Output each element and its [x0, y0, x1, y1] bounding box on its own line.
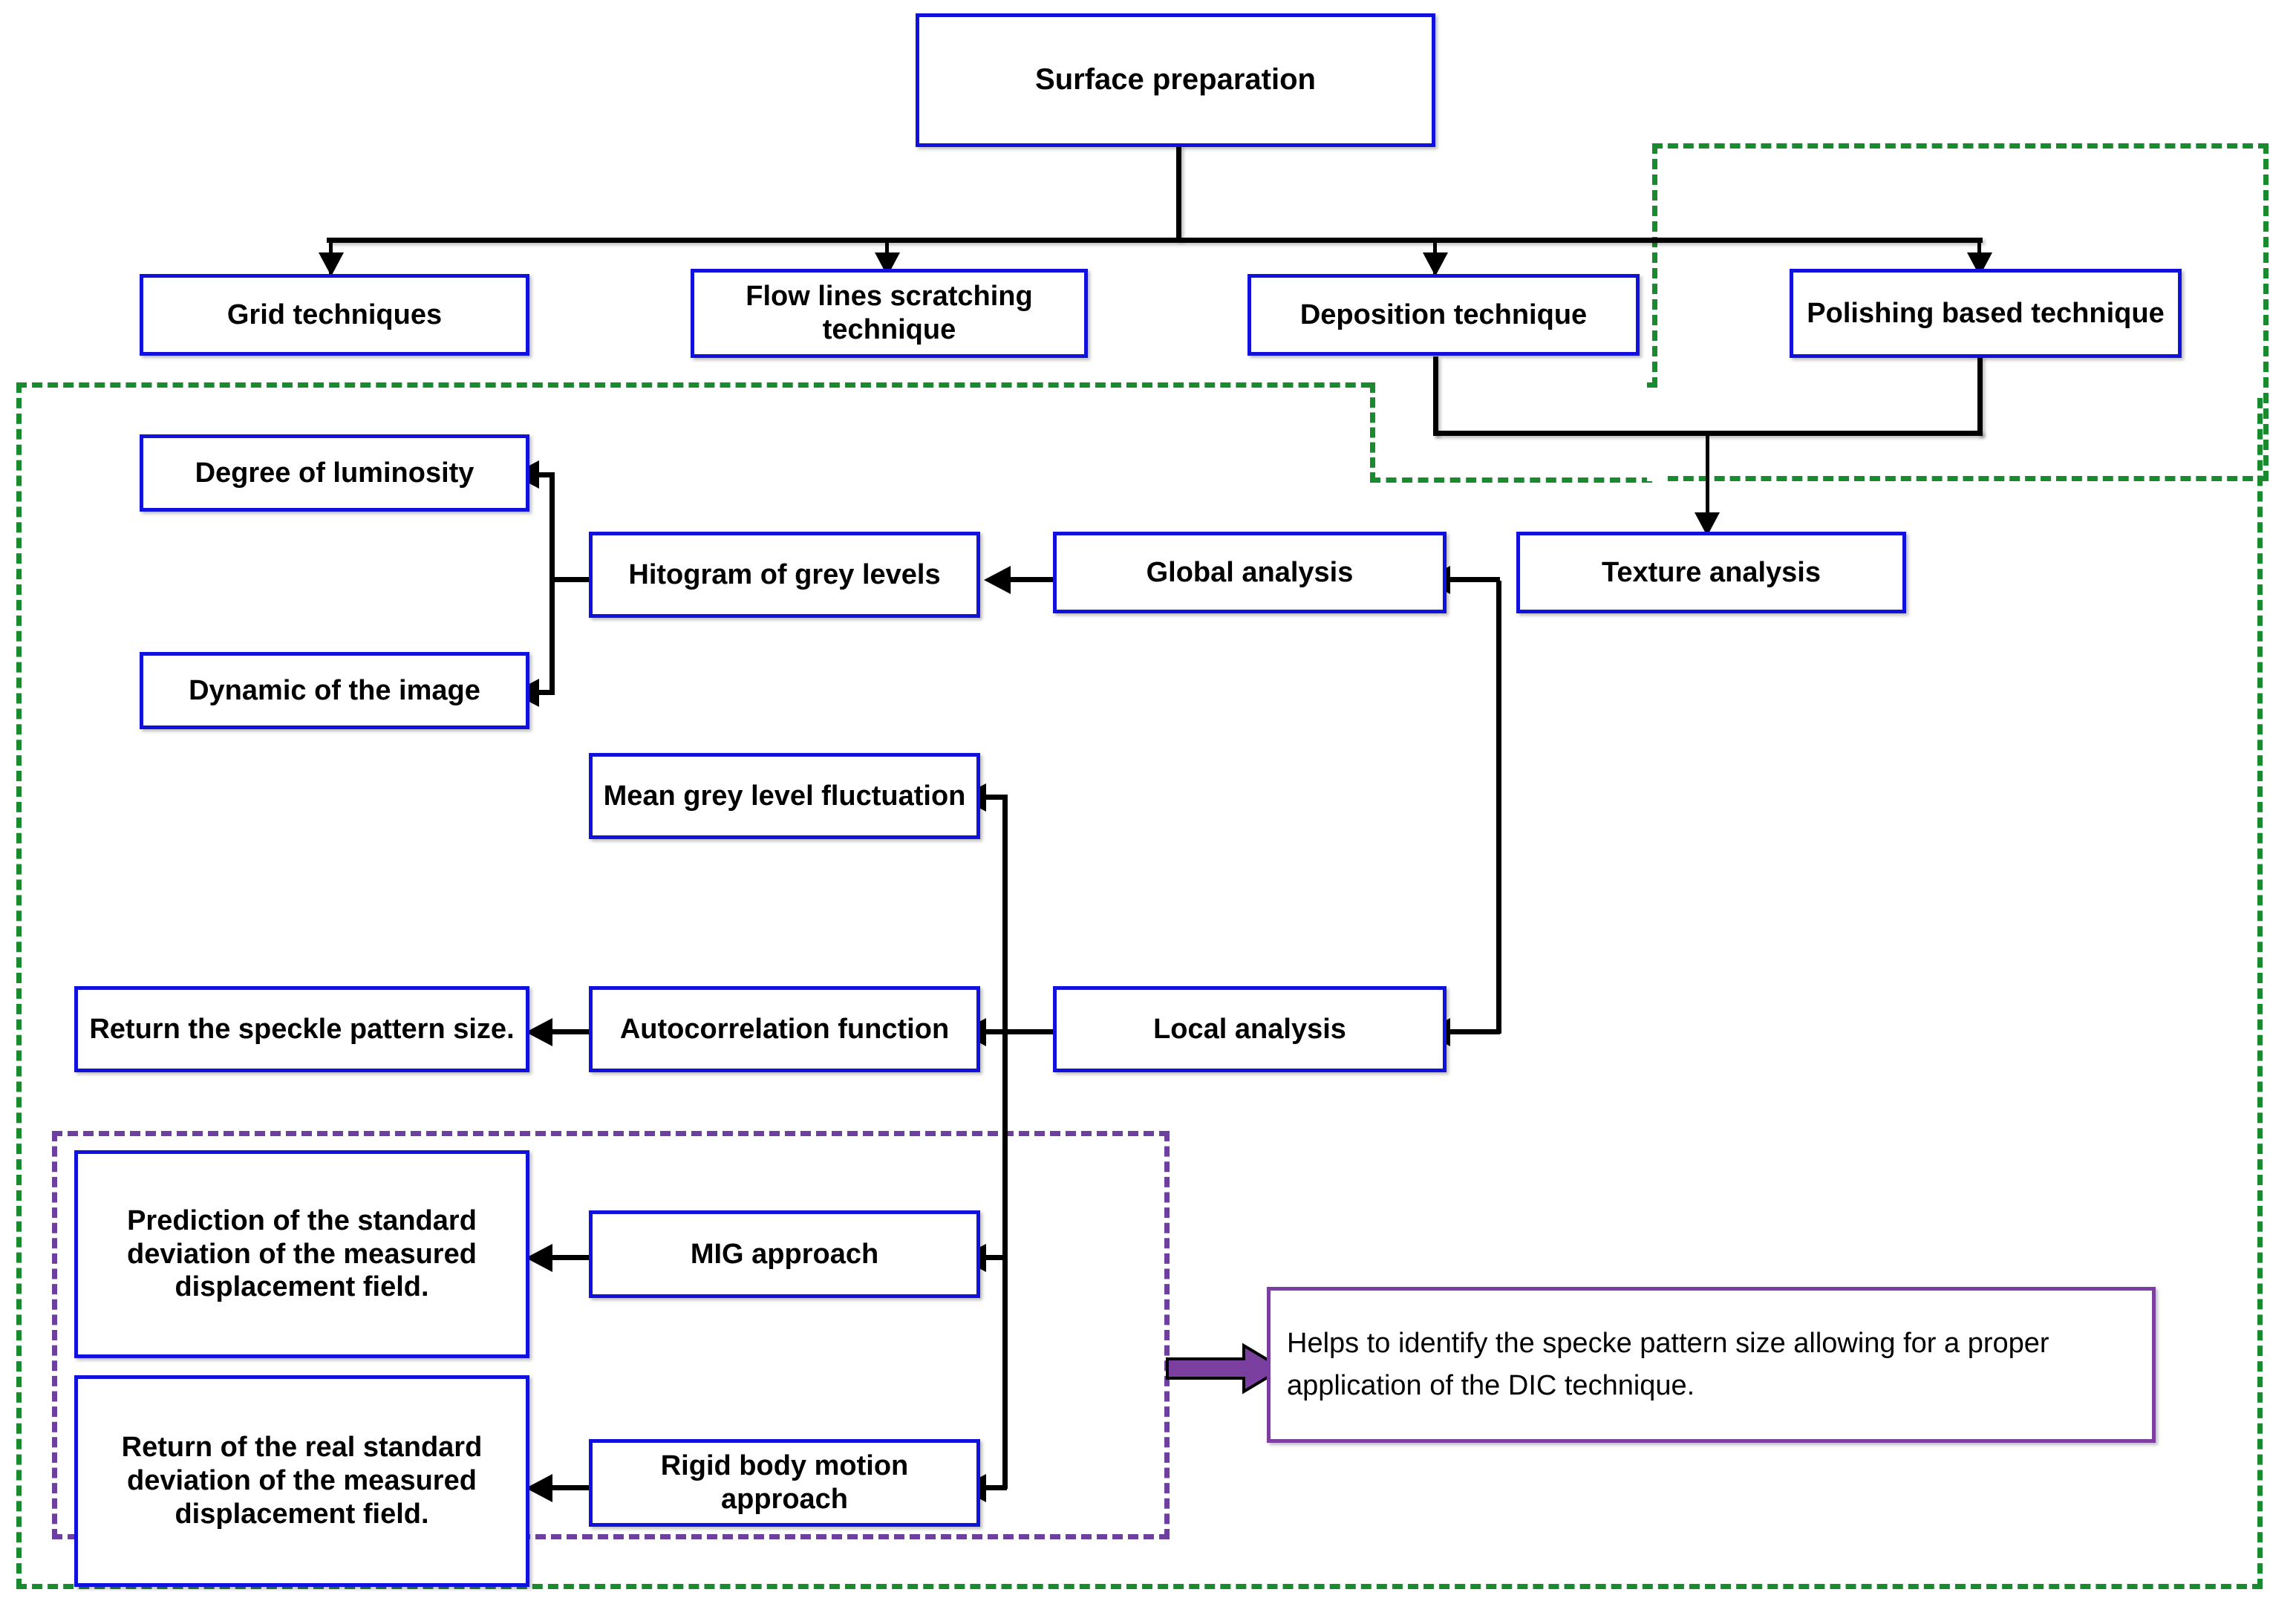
connector-global-to-histogram: [1008, 577, 1056, 582]
connector-root-bus: [327, 238, 1983, 243]
node-global-analysis[interactable]: Global analysis: [1053, 532, 1447, 613]
node-return-real-std-deviation[interactable]: Return of the real standard deviation of…: [74, 1375, 529, 1587]
node-label: Hitogram of grey levels: [628, 558, 941, 590]
node-label: Surface preparation: [1035, 63, 1316, 97]
connector-histogram-stub: [551, 577, 599, 582]
node-rigid-body-motion-approach[interactable]: Rigid body motion approach: [589, 1439, 980, 1527]
note-dic-technique: Helps to identify the specke pattern siz…: [1267, 1287, 2156, 1443]
connector-to-degree: [527, 472, 554, 477]
arrowhead-mig-to-prediction: [526, 1244, 552, 1272]
connector-root-stem: [1176, 146, 1181, 241]
connector-deposition-down: [1433, 356, 1438, 436]
node-label: MIG approach: [690, 1238, 879, 1270]
node-label: Degree of luminosity: [195, 457, 474, 489]
node-autocorrelation-function[interactable]: Autocorrelation function: [589, 986, 980, 1072]
node-surface-preparation[interactable]: Surface preparation: [916, 13, 1435, 147]
connector-to-dynamic: [527, 690, 554, 695]
region-merge-mask-b: [1657, 377, 2263, 394]
node-grid-techniques[interactable]: Grid techniques: [140, 274, 529, 356]
group-region-green-upper: [1652, 143, 2269, 481]
node-polishing-based-technique[interactable]: Polishing based technique: [1790, 269, 2182, 358]
connector-autocorr-to-speckle: [549, 1029, 598, 1034]
node-mig-approach[interactable]: MIG approach: [589, 1210, 980, 1298]
arrowhead-to-grid: [319, 252, 344, 276]
purple-block-arrow: [1166, 1343, 1285, 1395]
node-dynamic-of-the-image[interactable]: Dynamic of the image: [140, 652, 529, 729]
node-label: Return the speckle pattern size.: [89, 1013, 515, 1045]
arrowhead-to-deposition: [1423, 252, 1448, 276]
arrowhead-global-to-histogram: [984, 566, 1011, 594]
node-texture-analysis[interactable]: Texture analysis: [1516, 532, 1906, 613]
node-label: Global analysis: [1146, 556, 1354, 588]
connector-texture-to-local: [1448, 1029, 1500, 1034]
connector-texture-to-global: [1448, 577, 1500, 582]
arrowhead-rigid-to-realstd: [526, 1474, 552, 1502]
group-region-green-main: [16, 382, 2263, 1589]
node-label: Mean grey level fluctuation: [603, 780, 966, 812]
connector-rigid-to-realstd: [549, 1485, 598, 1490]
connector-texture-spine: [1496, 581, 1501, 1034]
connector-spine-to-rigidbody: [977, 1485, 1007, 1490]
note-text: Helps to identify the specke pattern siz…: [1287, 1328, 2049, 1401]
node-label: Polishing based technique: [1807, 297, 2165, 329]
node-return-speckle-pattern-size[interactable]: Return the speckle pattern size.: [74, 986, 529, 1072]
connector-mig-to-prediction: [549, 1255, 598, 1260]
arrowhead-autocorr-to-speckle: [526, 1018, 552, 1046]
group-region-purple: [52, 1131, 1170, 1539]
node-label: Prediction of the standard deviation of …: [127, 1204, 477, 1303]
connector-spine-to-mig: [977, 1255, 1007, 1260]
node-label: Deposition technique: [1299, 299, 1588, 330]
connector-spine-to-meangrey: [977, 795, 1007, 800]
node-label: Return of the real standard deviation of…: [121, 1432, 483, 1530]
node-label: Dynamic of the image: [189, 674, 480, 706]
connector-histogram-spine: [549, 472, 555, 695]
node-hitogram-of-grey-levels[interactable]: Hitogram of grey levels: [589, 532, 980, 618]
connector-local-to-autocorr: [980, 1029, 1054, 1034]
node-deposition-technique[interactable]: Deposition technique: [1247, 274, 1640, 356]
connector-to-texture: [1706, 431, 1709, 527]
node-label: Grid techniques: [226, 299, 443, 330]
node-degree-of-luminosity[interactable]: Degree of luminosity: [140, 434, 529, 512]
connector-polishing-down: [1977, 356, 1983, 436]
node-label: Local analysis: [1153, 1013, 1346, 1045]
connector-local-spine: [1002, 795, 1008, 1489]
node-mean-grey-level-fluctuation[interactable]: Mean grey level fluctuation: [589, 753, 980, 839]
node-label: Texture analysis: [1601, 556, 1821, 588]
node-label: Flow lines scratching technique: [746, 281, 1033, 345]
node-local-analysis[interactable]: Local analysis: [1053, 986, 1447, 1072]
node-label: Rigid body motion approach: [660, 1450, 909, 1515]
node-prediction-of-std-deviation[interactable]: Prediction of the standard deviation of …: [74, 1150, 529, 1358]
region-merge-mask-a: [1375, 377, 1647, 394]
node-flow-lines-scratching-technique[interactable]: Flow lines scratching technique: [691, 269, 1088, 358]
node-label: Autocorrelation function: [619, 1013, 950, 1045]
